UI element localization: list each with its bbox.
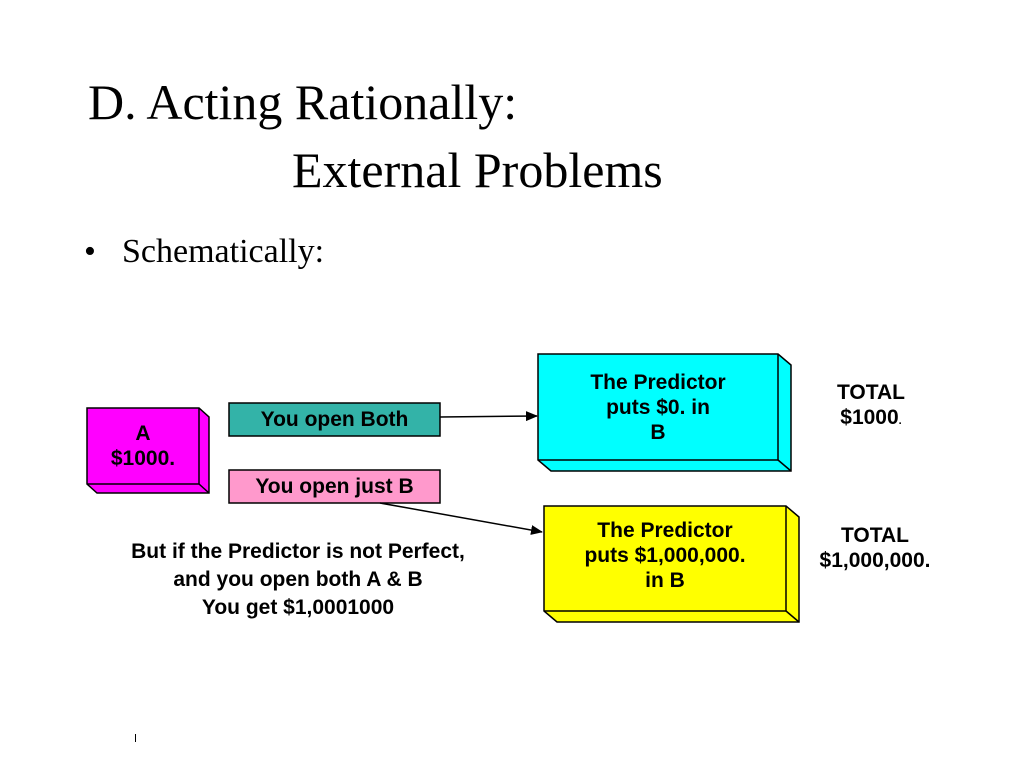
arrow-both-to-zero	[439, 411, 538, 422]
bullet-item: • Schematically:	[84, 230, 324, 274]
open-just-b-label: You open just B	[255, 475, 414, 498]
arrow-just-b-to-million	[379, 502, 543, 535]
slide-title-line2: External Problems	[292, 142, 663, 198]
predictor-zero-line1: The Predictor	[590, 371, 726, 394]
tick-mark	[135, 734, 136, 742]
predictor-zero-line2: puts $0. in	[606, 396, 710, 419]
open-just-b-shape	[228, 469, 441, 504]
total-zero-suffix: .	[898, 415, 902, 427]
not-perfect-note: But if the Predictor is not Perfect, and…	[78, 538, 518, 622]
note-line3: You get $1,0001000	[201, 596, 395, 619]
open-both-label: You open Both	[260, 408, 409, 431]
total-zero-line1: TOTAL	[836, 381, 906, 404]
predictor-zero-line3: B	[650, 421, 666, 444]
box-a-shape	[86, 407, 210, 494]
predictor-million-line2: puts $1,000,000.	[584, 544, 746, 567]
box-a-label-line1: A	[135, 422, 151, 445]
total-zero-amount: $1000	[840, 406, 899, 429]
slide-title-line1: D. Acting Rationally:	[88, 74, 518, 130]
open-both-box: You open Both	[229, 403, 440, 436]
predictor-million-line3: in B	[645, 569, 685, 592]
total-million-line2: $1,000,000.	[819, 549, 931, 572]
open-just-b-box: You open just B	[229, 470, 440, 503]
predictor-million-line1: The Predictor	[597, 519, 733, 542]
predictor-million-box: The Predictor puts $1,000,000. in B	[544, 506, 786, 611]
total-million: TOTAL $1,000,000.	[800, 523, 950, 573]
open-both-shape	[228, 402, 441, 437]
bullet-text: Schematically:	[122, 233, 325, 270]
bullet-symbol: •	[84, 233, 96, 270]
predictor-zero-box: The Predictor puts $0. in B	[538, 358, 778, 460]
total-million-line1: TOTAL	[840, 524, 910, 547]
note-line1: But if the Predictor is not Perfect,	[131, 540, 465, 563]
note-line2: and you open both A & B	[173, 568, 423, 591]
box-a: A $1000.	[87, 408, 199, 484]
box-a-label-line2: $1000.	[110, 447, 176, 470]
predictor-zero-shape	[537, 353, 792, 472]
total-zero: TOTAL $1000.	[806, 380, 936, 434]
total-zero-line2: $1000.	[806, 405, 936, 434]
predictor-million-shape	[543, 505, 800, 623]
